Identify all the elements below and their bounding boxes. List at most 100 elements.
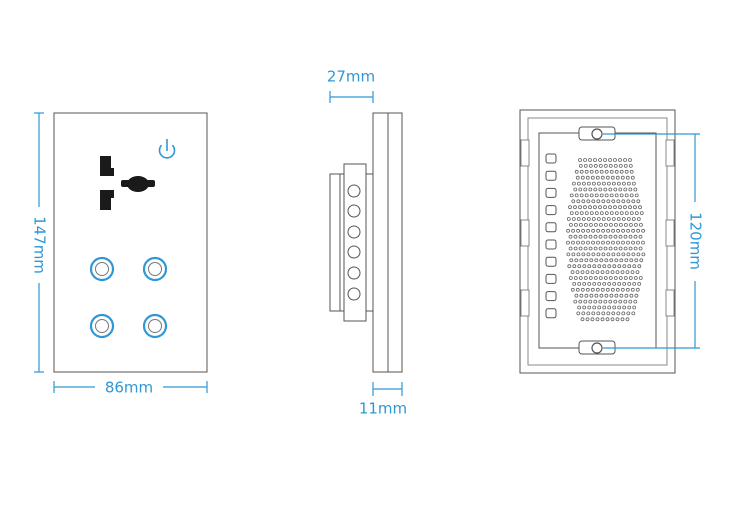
vent-hole <box>612 181 616 186</box>
vent-hole <box>626 311 631 316</box>
vent-hole <box>588 246 593 251</box>
vent-hole <box>622 305 627 310</box>
vent-hole <box>573 234 578 239</box>
back-terminal-slot <box>545 153 557 164</box>
vent-hole <box>633 205 637 210</box>
back-terminal-slot <box>545 187 557 198</box>
vent-hole <box>621 240 625 245</box>
vent-hole <box>577 264 582 269</box>
vent-hole <box>576 228 580 233</box>
back-terminal-column <box>545 153 557 319</box>
vent-hole <box>598 205 602 210</box>
vent-hole <box>603 276 608 280</box>
vent-hole <box>588 187 593 192</box>
height-dimension <box>34 112 44 373</box>
vent-hole <box>615 287 620 292</box>
vent-hole <box>629 211 634 216</box>
width-dimension <box>53 381 208 393</box>
vent-hole <box>626 252 631 257</box>
vent-hole <box>636 199 641 204</box>
vent-hole <box>621 199 626 204</box>
vent-hole <box>598 299 603 304</box>
vent-hole <box>626 199 631 204</box>
vent-hole <box>635 287 640 292</box>
vent-hole <box>634 193 639 198</box>
vent-hole <box>594 211 599 216</box>
vent-hole <box>631 311 636 316</box>
vent-hole <box>594 193 599 198</box>
vent-hole <box>636 252 641 257</box>
vent-hole <box>634 222 638 227</box>
vent-hole <box>621 252 626 257</box>
vent-hole <box>638 246 643 251</box>
vent-hole <box>579 169 584 174</box>
vent-hole <box>635 270 640 275</box>
vent-hole <box>602 181 606 186</box>
vent-hole <box>588 163 593 168</box>
vent-hole <box>598 187 603 192</box>
vent-hole <box>584 211 589 216</box>
vent-hole <box>588 158 592 162</box>
vent-hole <box>585 270 590 275</box>
vent-hole <box>625 175 630 180</box>
vent-hole <box>591 199 596 204</box>
vent-hole <box>599 211 604 216</box>
back-view: 120mm <box>519 109 705 374</box>
vent-hole <box>601 311 606 316</box>
vent-hole <box>568 205 572 210</box>
vent-hole <box>608 205 612 210</box>
vent-hole <box>614 211 619 216</box>
vent-hole <box>638 276 643 280</box>
vent-hole <box>583 276 588 280</box>
vent-hole <box>639 258 644 263</box>
vent-hole <box>623 163 628 168</box>
vent-hole <box>604 211 609 216</box>
vent-hole <box>605 175 610 180</box>
vent-hole <box>575 175 580 180</box>
vent-hole <box>574 169 579 174</box>
vent-hole <box>609 222 613 227</box>
vent-hole <box>614 169 619 174</box>
vent-hole <box>634 211 639 216</box>
vent-hole <box>601 252 606 257</box>
plate-dimension-label: 11mm <box>359 400 407 418</box>
vent-hole <box>622 281 627 286</box>
vent-hole <box>611 217 616 221</box>
vent-hole <box>590 287 595 292</box>
vent-hole <box>573 246 578 251</box>
vent-hole <box>575 270 580 275</box>
vent-hole <box>581 199 586 204</box>
back-terminal-slot <box>545 291 557 302</box>
vent-hole <box>578 163 583 168</box>
vent-hole <box>623 158 627 162</box>
vent-hole <box>569 222 573 227</box>
depth-dimension-label: 27mm <box>327 68 375 86</box>
vent-hole <box>593 299 598 304</box>
vent-hole <box>597 264 602 269</box>
vent-hole <box>617 181 621 186</box>
vent-hole <box>637 281 642 286</box>
vent-hole <box>641 252 646 257</box>
vent-hole <box>598 163 603 168</box>
vent-hole <box>619 293 624 298</box>
vent-hole <box>589 193 594 198</box>
vent-hole <box>613 246 618 251</box>
vent-hole <box>602 305 607 310</box>
vent-hole <box>582 264 587 269</box>
vent-hole <box>609 293 614 298</box>
vent-hole <box>603 299 608 304</box>
socket-earth-bar <box>121 180 155 187</box>
vent-hole <box>571 252 576 257</box>
vent-hole <box>569 211 574 216</box>
vent-hole <box>623 246 628 251</box>
vent-hole <box>600 317 605 322</box>
vent-hole <box>593 276 598 280</box>
vent-hole <box>594 258 599 263</box>
vent-hole <box>583 158 587 162</box>
vent-hole <box>634 293 639 298</box>
vent-hole <box>611 252 616 257</box>
vent-hole <box>629 193 634 198</box>
vent-hole <box>582 305 587 310</box>
vent-hole <box>600 270 605 275</box>
vent-hole <box>574 193 579 198</box>
